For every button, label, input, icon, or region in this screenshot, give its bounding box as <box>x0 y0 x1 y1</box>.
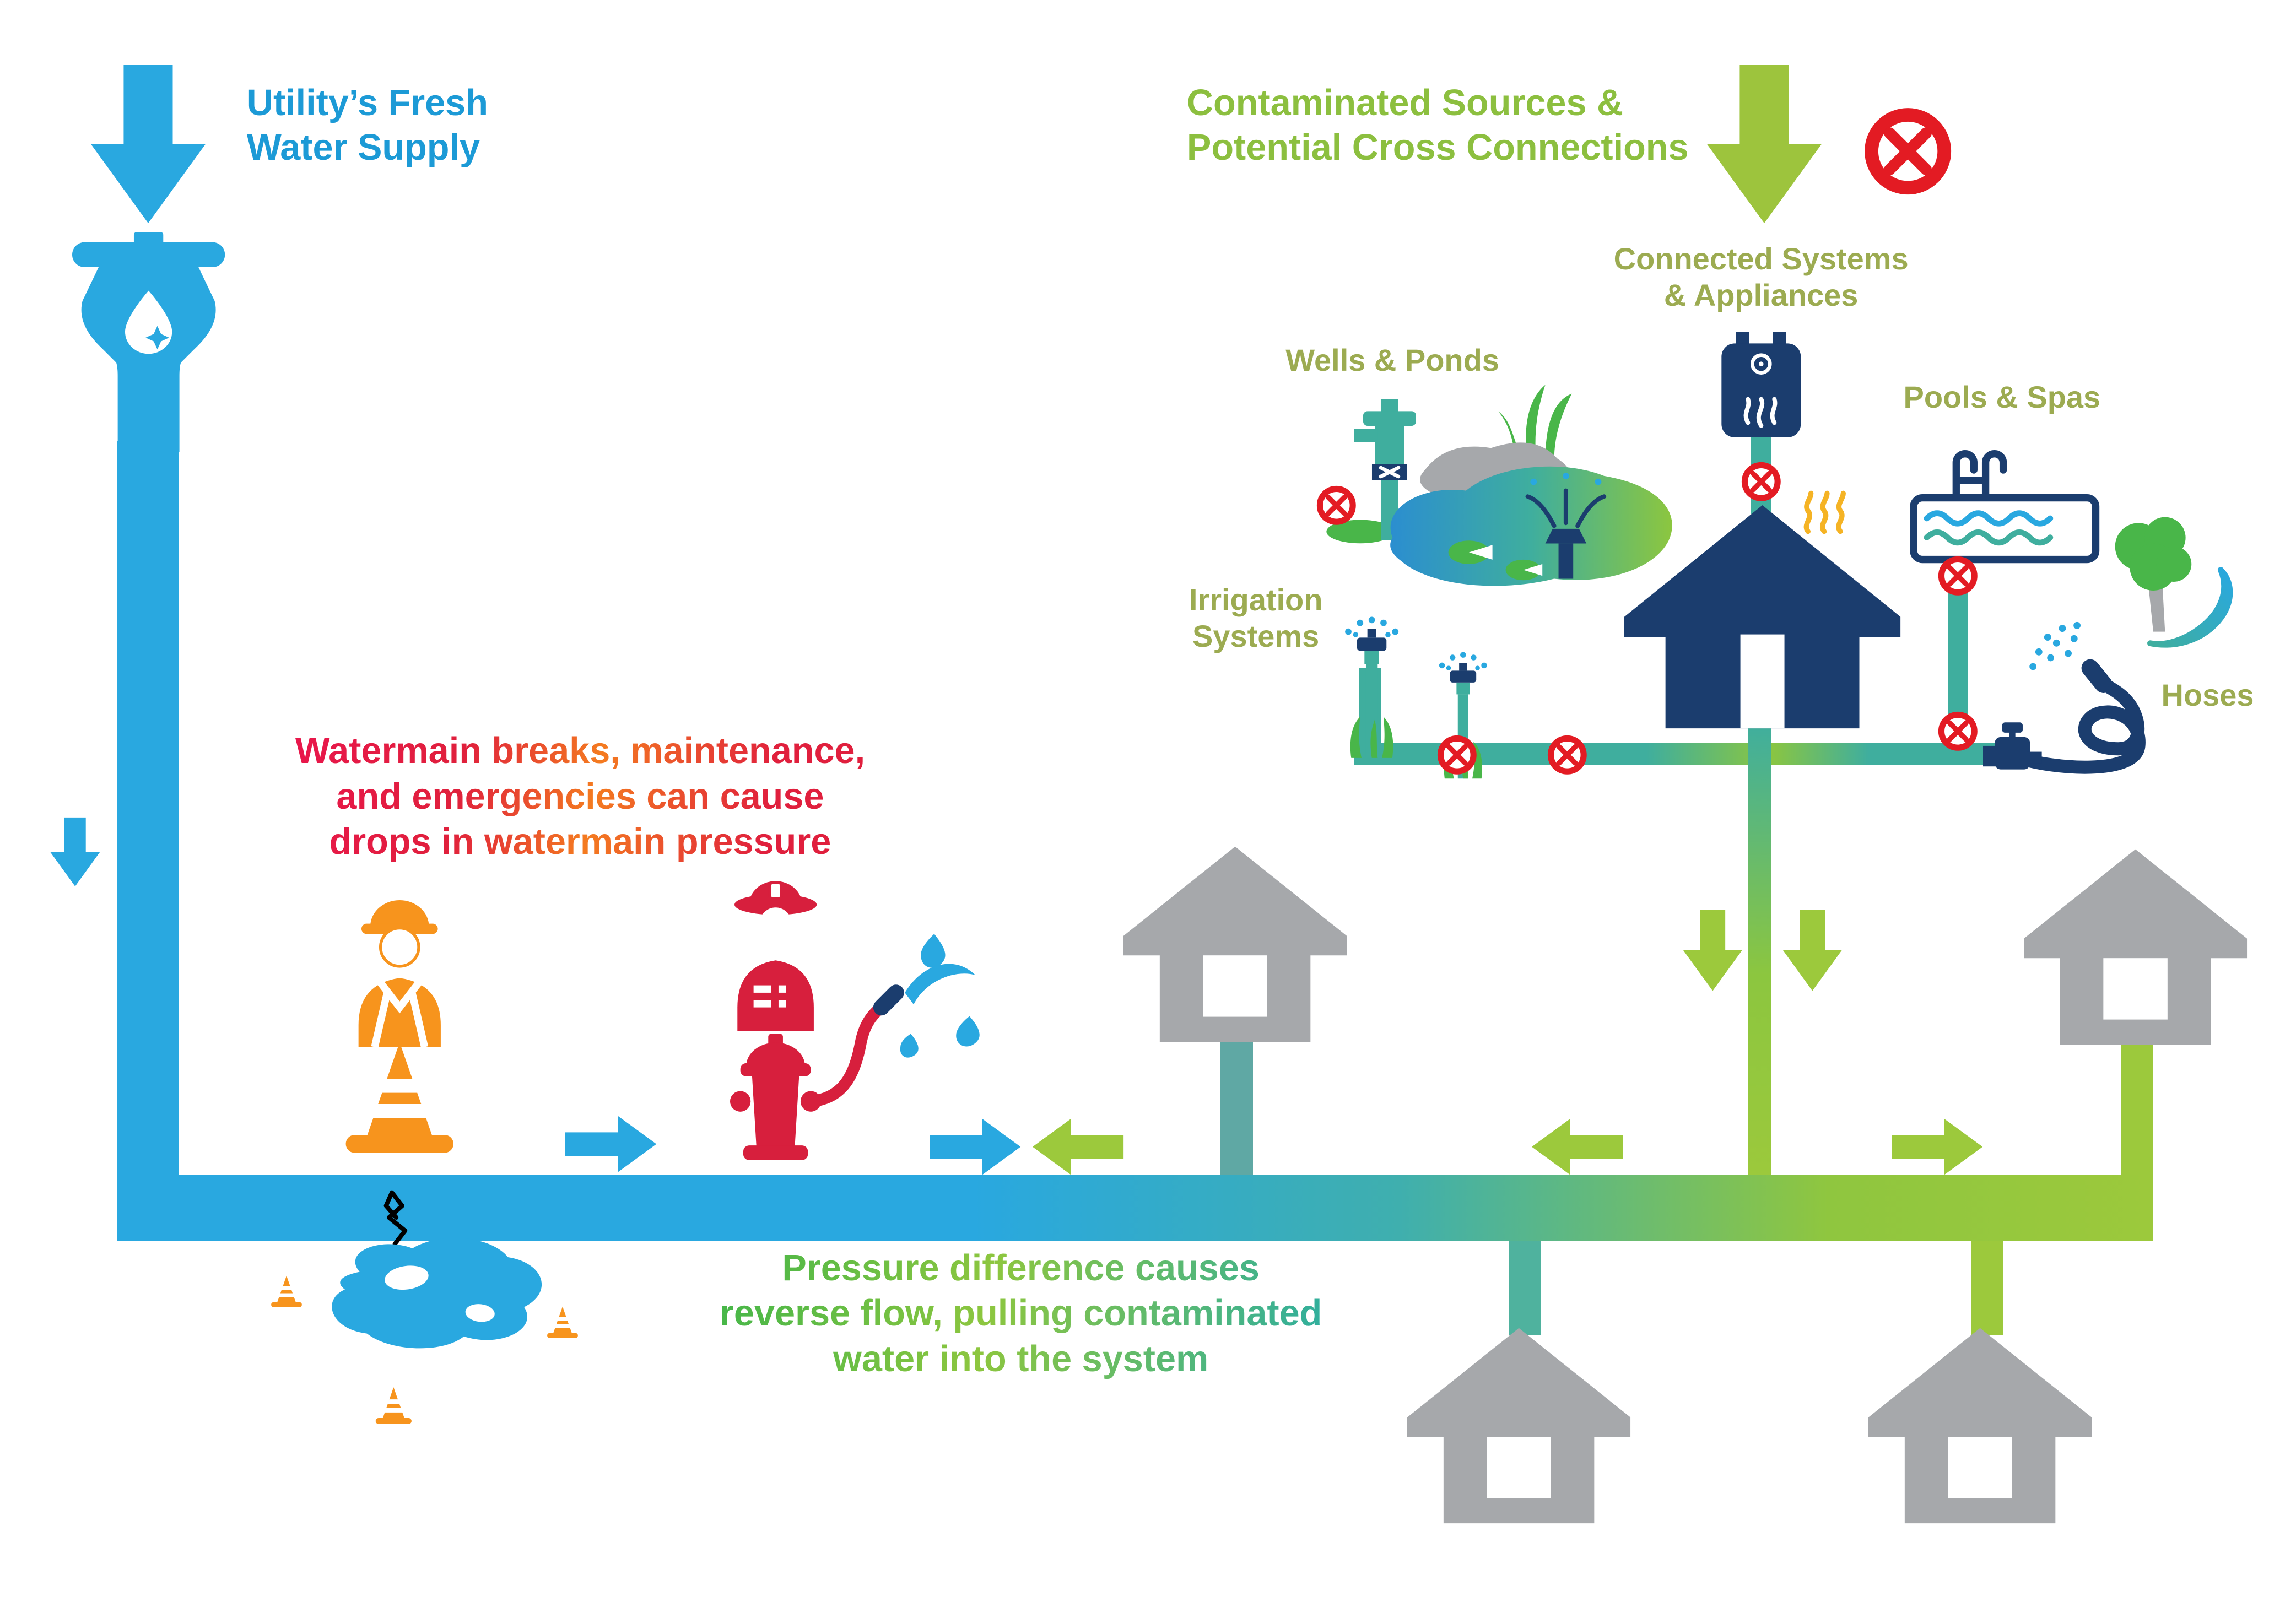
house-icon <box>1868 1324 2092 1527</box>
traffic-cone-icon <box>269 1275 304 1308</box>
house-icon <box>1407 1324 1630 1527</box>
house-icon <box>2024 846 2247 1048</box>
hose-pool-supply-pipe <box>1768 743 2018 765</box>
hoses-label: Hoses <box>2161 677 2254 712</box>
fresh-water-down-arrow-icon <box>91 59 206 229</box>
no-cross-connection-icon <box>1316 485 1357 526</box>
sprinkler-icon <box>1345 616 1399 758</box>
tree-icon <box>2115 517 2192 632</box>
water-supply-valve-icon <box>72 232 225 453</box>
main-house-icon <box>1624 505 1901 729</box>
pond-icon <box>1390 385 1672 586</box>
steam-icon <box>1803 491 1846 534</box>
pool-spa-icon <box>1910 450 2100 564</box>
watermain-warning-label: Watermain breaks, maintenance, and emerg… <box>250 728 911 865</box>
traffic-cone-icon <box>373 1386 414 1426</box>
utility-supply-label: Utility’s Fresh Water Supply <box>246 82 488 168</box>
watermain-pipe <box>117 1175 2153 1241</box>
contaminated-sources-label: Contaminated Sources & Potential Cross C… <box>1186 82 1689 168</box>
main-house-down-pipe <box>1748 722 1771 1181</box>
flow-down-arrow-icon <box>50 805 100 899</box>
house1-service-pipe <box>1220 1036 1253 1181</box>
wells-ponds-label: Wells & Ponds <box>1285 343 1499 378</box>
water-heater-icon <box>1721 332 1801 438</box>
house-topright-service-pipe <box>2121 1036 2153 1181</box>
water-stream-icon <box>2147 566 2233 648</box>
supply-vertical-pipe <box>117 440 180 1193</box>
house-icon <box>1123 843 1347 1046</box>
water-puddle-icon <box>332 1190 542 1349</box>
construction-worker-icon <box>345 900 453 1153</box>
irrigation-systems-label: Irrigation Systems <box>1188 582 1323 653</box>
no-cross-connection-icon <box>1937 555 1979 597</box>
traffic-cone-icon <box>545 1306 580 1339</box>
pressure-note-label: Pressure difference causes reverse flow,… <box>690 1246 1352 1382</box>
no-cross-connection-icon <box>1436 734 1478 776</box>
no-cross-connection-icon <box>1937 711 1979 752</box>
contaminated-flow-down-arrow-icon <box>1783 902 1842 999</box>
no-cross-connection-icon <box>1862 106 1953 197</box>
no-cross-connection-icon <box>1741 461 1782 502</box>
house-bottomright-service-pipe <box>1971 1238 2003 1335</box>
pools-spas-label: Pools & Spas <box>1903 379 2101 414</box>
firefighter-hydrant-icon <box>730 881 980 1160</box>
flow-arrow-right-icon <box>565 1116 656 1172</box>
reverse-flow-arrow-left-icon <box>1532 1119 1623 1175</box>
reverse-flow-arrow-right-icon <box>1892 1119 1982 1175</box>
no-cross-connection-icon <box>1547 734 1588 776</box>
contaminated-flow-down-arrow-icon <box>1683 902 1742 999</box>
garden-hose-icon <box>1982 622 2146 774</box>
house-bottommid-service-pipe <box>1508 1238 1541 1335</box>
connected-systems-label: Connected Systems & Appliances <box>1613 241 1909 313</box>
reverse-flow-arrow-left-icon <box>1033 1119 1123 1175</box>
well-pump-icon <box>1326 399 1416 544</box>
